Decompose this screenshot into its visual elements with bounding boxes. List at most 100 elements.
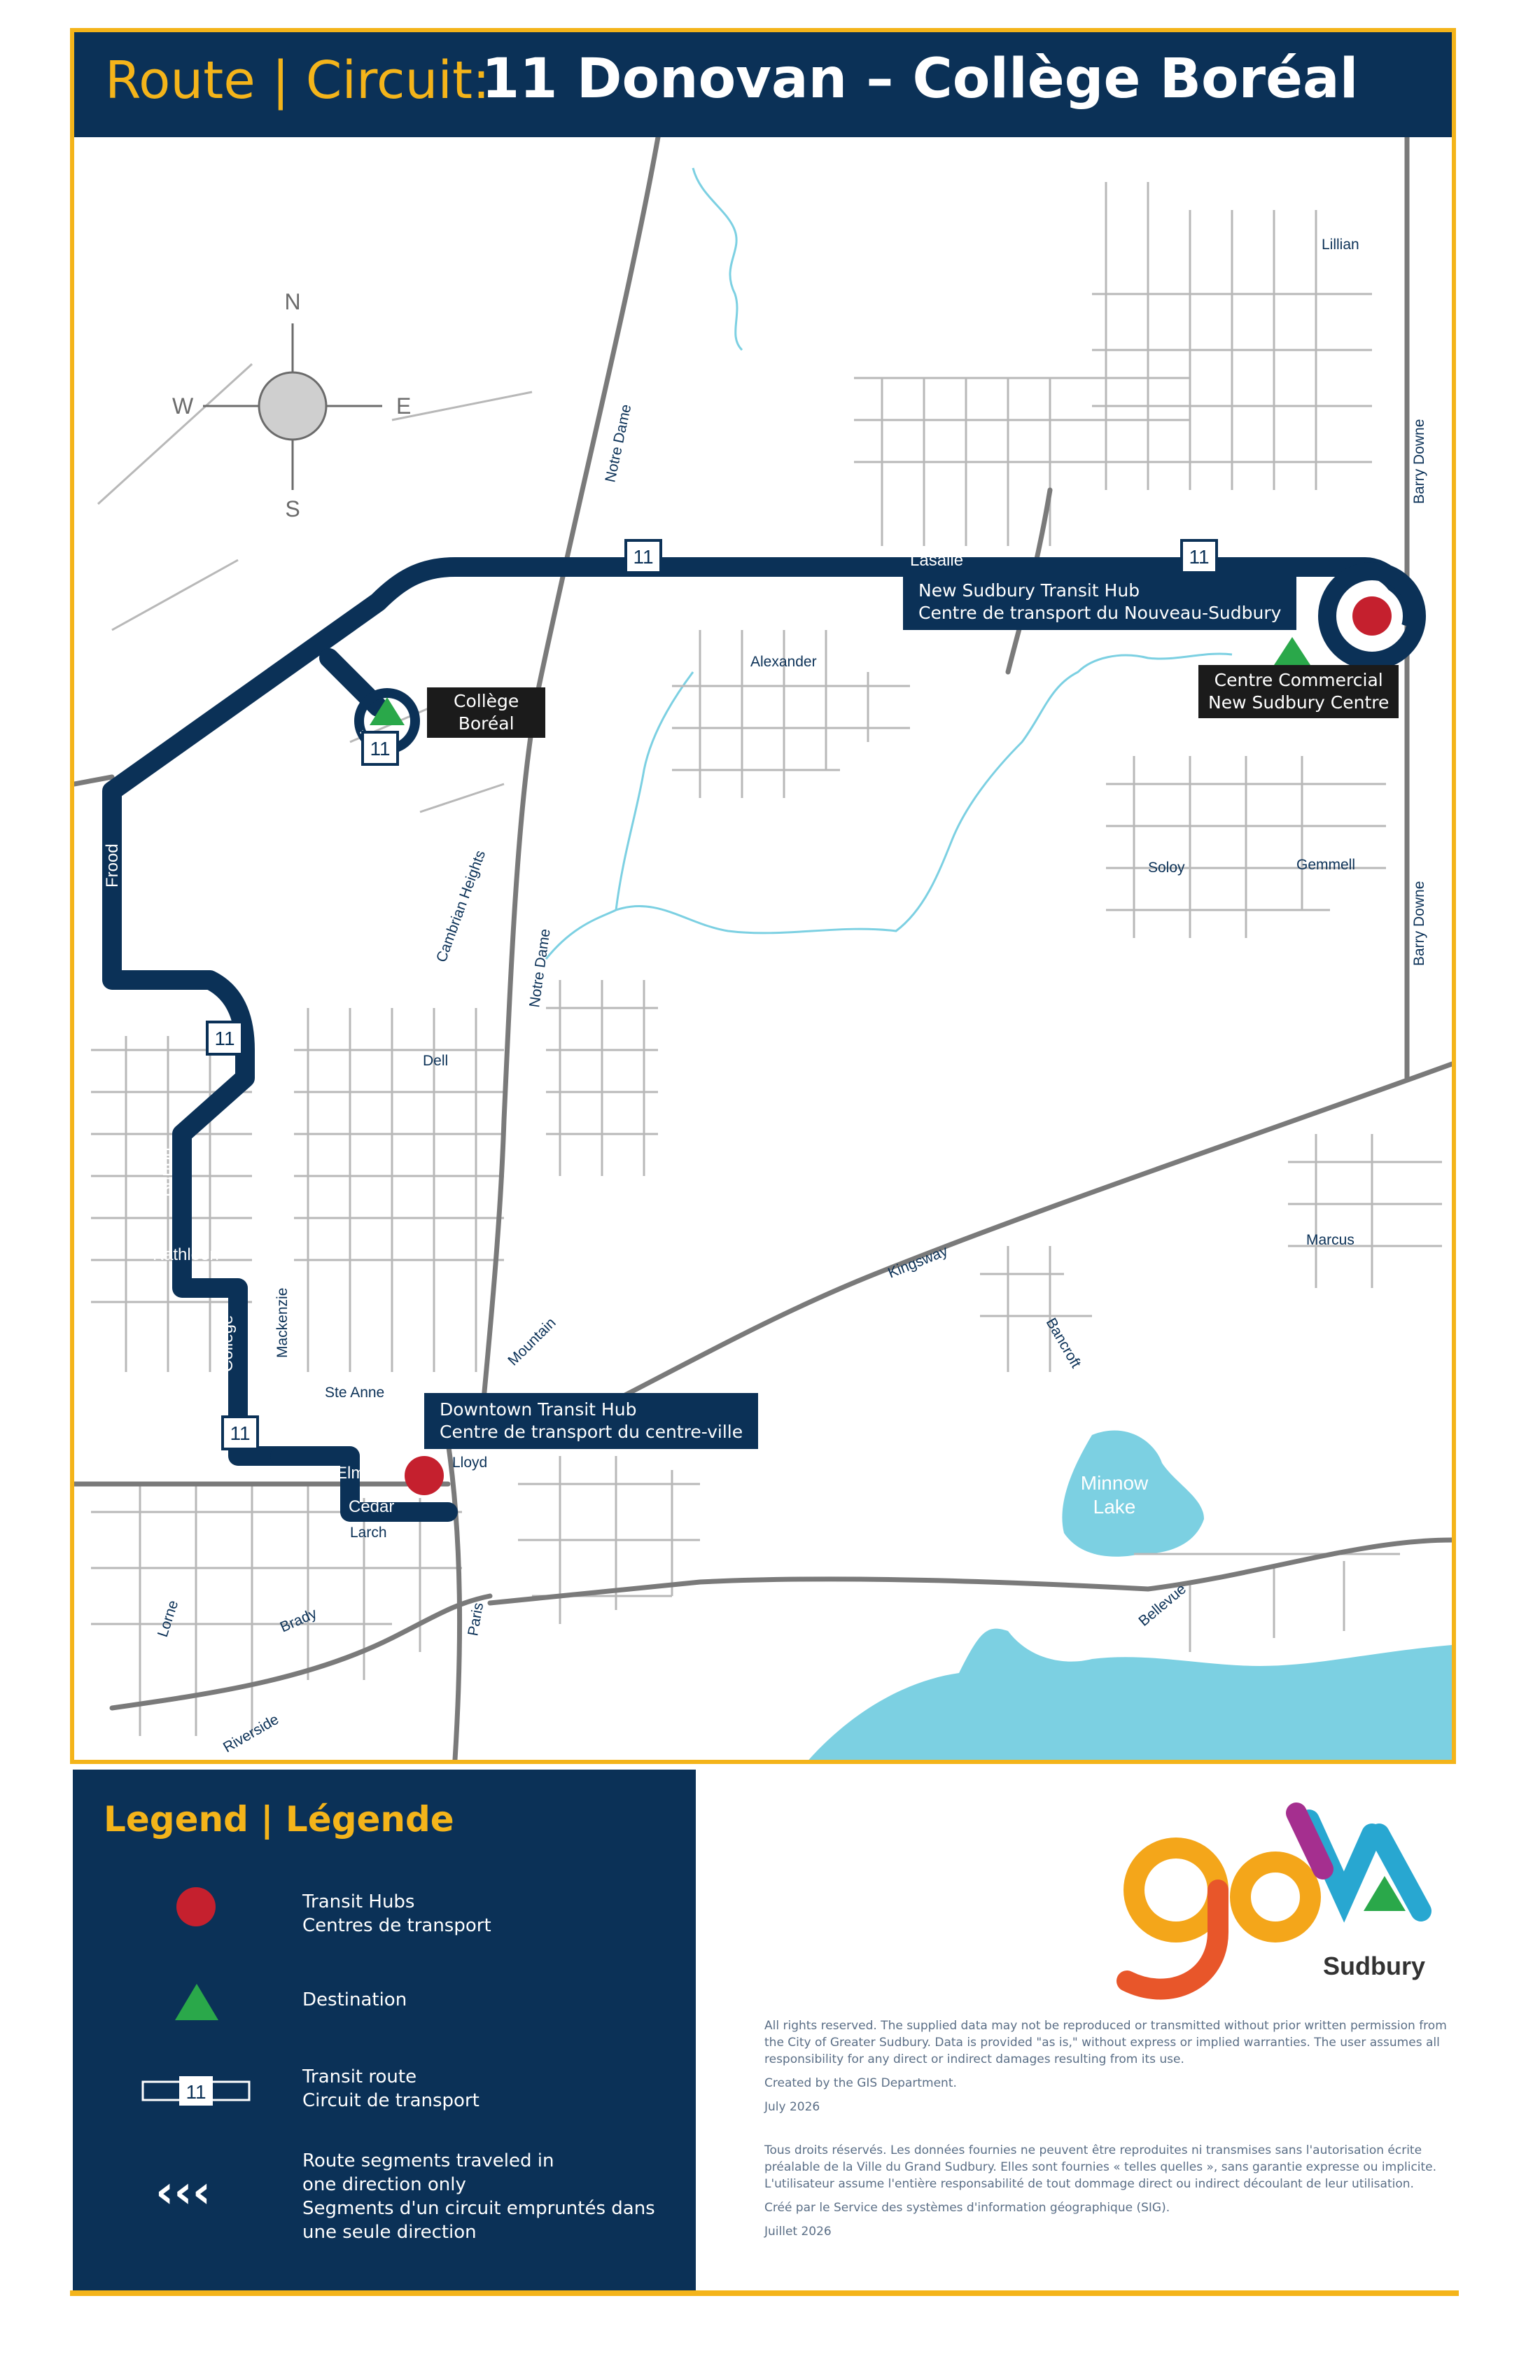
fine-print-fr: Tous droits réservés. Les données fourni…: [764, 2142, 1450, 2240]
callout-downtown-hub[interactable]: Downtown Transit Hub Centre de transport…: [424, 1393, 759, 1449]
riverside-road: [109, 1593, 493, 1711]
legend-line: Route segments traveled in: [302, 2150, 554, 2171]
callout-line: Centre Commercial: [1214, 670, 1383, 690]
street-labels: Lillian Barry Downe Barry Downe Notre Da…: [155, 237, 1427, 1756]
lasalle-west-road: [74, 774, 115, 787]
notre-dame-road: [480, 137, 661, 1410]
legend-destination-symbol: [175, 1984, 218, 2020]
route-shield: 11: [624, 539, 662, 574]
compass-e: E: [396, 393, 411, 419]
callout-line: Centre de transport du Nouveau-Sudbury: [918, 603, 1282, 623]
legend-line: Destination: [302, 1989, 407, 2010]
label-mackenzie: Mackenzie: [274, 1288, 290, 1358]
fine-print-created: Created by the GIS Department.: [764, 2076, 957, 2090]
label-lorne: Lorne: [155, 1598, 181, 1639]
college-boreal-destination[interactable]: [370, 697, 405, 725]
fine-print-text: Tous droits réservés. Les données fourni…: [764, 2143, 1437, 2191]
compass-rose: N S E W: [172, 289, 411, 522]
legend-line: une seule direction: [302, 2222, 477, 2243]
legend-chevron-symbol: ‹‹‹: [155, 2166, 211, 2218]
route-shield: 11: [1180, 539, 1218, 574]
fine-print-created: Créé par le Service des systèmes d'infor…: [764, 2201, 1170, 2215]
fine-print-date: July 2026: [764, 2100, 820, 2114]
svg-text:11: 11: [370, 738, 390, 760]
label-cedar: Cedar: [349, 1497, 394, 1516]
label-cambrian-heights: Cambrian Heights: [433, 848, 489, 965]
compass-w: W: [172, 393, 194, 419]
label-notre-dame: Notre Dame: [602, 403, 634, 484]
water-bodies: [808, 1430, 1452, 1760]
bellevue-road: [487, 1537, 1452, 1606]
label-brady: Brady: [278, 1605, 320, 1636]
callout-line: New Sudbury Transit Hub: [918, 580, 1140, 601]
label-college: College: [218, 1315, 237, 1372]
callout-line: Collège: [454, 691, 519, 711]
route-shield: 11: [361, 731, 399, 766]
new-sudbury-hub-marker[interactable]: [1352, 596, 1392, 636]
label-larch: Larch: [350, 1525, 387, 1541]
city-of-sudbury-logo: Sudbury: [1323, 1952, 1425, 1981]
map-frame: [70, 28, 1456, 1764]
label-barry-downe-2: Barry Downe: [1411, 881, 1427, 966]
label-lillian: Lillian: [1322, 237, 1359, 253]
route-title: 11 Donovan – Collège Boréal: [482, 48, 1359, 111]
callout-line: Centre de transport du centre-ville: [440, 1422, 743, 1442]
svg-text:11: 11: [1189, 546, 1209, 568]
label-frood: Frood: [103, 844, 122, 888]
fine-print-en: All rights reserved. The supplied data m…: [764, 2017, 1450, 2115]
svg-text:11: 11: [214, 1028, 234, 1049]
compass-s: S: [285, 496, 300, 522]
legend-title: Legend | Légende: [104, 1799, 454, 1840]
label-notre-dame-2: Notre Dame: [526, 927, 554, 1008]
callout-centre-commercial[interactable]: Centre Commercial New Sudbury Centre: [1198, 665, 1399, 718]
route-shields: 11 11 11 11 11: [206, 539, 1218, 1450]
legend-line: one direction only: [302, 2174, 466, 2195]
route-shield: 11: [206, 1021, 244, 1056]
callout-college-boreal[interactable]: Collège Boréal: [427, 687, 546, 738]
route-map[interactable]: ‹‹ N S E W Lillian Barry Downe Barry Dow…: [74, 137, 1452, 1760]
callout-line: Downtown Transit Hub: [440, 1399, 637, 1420]
minnow-lake: [1062, 1430, 1204, 1557]
legend-transit-hubs: Transit Hubs Centres de transport: [302, 1890, 491, 1938]
label-gemmell: Gemmell: [1296, 857, 1355, 873]
svg-text:11: 11: [230, 1422, 250, 1444]
title-prefix: Route | Circuit:: [105, 50, 490, 111]
callout-new-sudbury-hub[interactable]: New Sudbury Transit Hub Centre de transp…: [903, 574, 1297, 630]
label-elm: Elm: [336, 1464, 365, 1483]
legend-panel: [73, 1770, 696, 2296]
bottom-rule: [70, 2290, 1459, 2296]
legend-line: Transit Hubs: [302, 1891, 415, 1912]
label-mountain: Mountain: [505, 1315, 559, 1368]
fine-print-date: Juillet 2026: [764, 2225, 832, 2239]
svg-text:11: 11: [633, 546, 653, 568]
label-barry-downe: Barry Downe: [1411, 419, 1427, 504]
new-sudbury-centre-destination[interactable]: [1274, 637, 1310, 665]
kingsway-road: [585, 1061, 1452, 1417]
label-dell: Dell: [423, 1053, 448, 1069]
callout-line: New Sudbury Centre: [1208, 692, 1390, 713]
legend-line: Transit route: [302, 2066, 417, 2087]
label-marcus: Marcus: [1306, 1232, 1354, 1248]
creeks: [545, 167, 1233, 960]
label-kathleen: Kathleen: [153, 1245, 219, 1264]
label-ste-anne: Ste Anne: [325, 1385, 384, 1401]
hub-markers[interactable]: [370, 596, 1392, 1495]
legend-line: Circuit de transport: [302, 2090, 479, 2111]
label-paris: Paris: [465, 1602, 486, 1637]
ramsey-lake: [808, 1628, 1452, 1760]
label-minnow: Minnow: [1081, 1472, 1149, 1494]
downtown-hub-marker[interactable]: [405, 1456, 444, 1495]
title-bar: [74, 32, 1452, 137]
legend-line: Centres de transport: [302, 1915, 491, 1936]
svg-text:11: 11: [186, 2081, 206, 2103]
sudbury-wordmark: Sudbury: [1323, 1952, 1426, 1980]
label-burton: Burton: [158, 1147, 176, 1197]
label-lake: Lake: [1093, 1496, 1136, 1518]
paris-road: [445, 1439, 463, 1760]
fine-print-text: All rights reserved. The supplied data m…: [764, 2019, 1447, 2066]
label-alexander: Alexander: [750, 654, 817, 670]
label-soloy: Soloy: [1148, 860, 1185, 876]
legend-hub-symbol: [176, 1887, 216, 1926]
label-lasalle: Lasalle: [910, 551, 963, 570]
legend-route-symbol: 11: [141, 2076, 251, 2106]
